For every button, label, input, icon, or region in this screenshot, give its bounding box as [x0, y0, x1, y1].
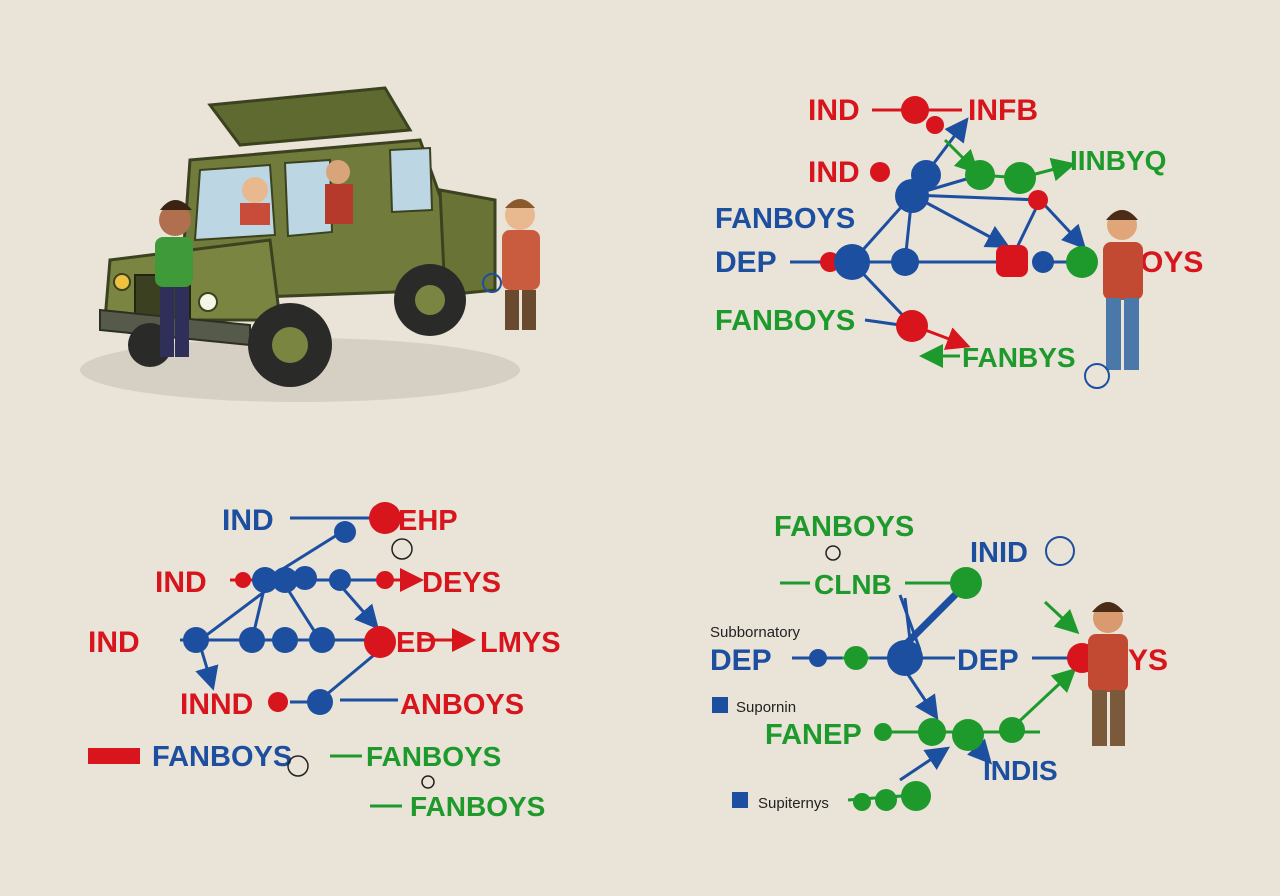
node-blue: [891, 248, 919, 276]
node-green: [1066, 246, 1098, 278]
node-blue: [183, 627, 209, 653]
bottom-left-diagram: IND EHP IND DEYS IND ED LMYS INND ANBOYS…: [88, 502, 561, 822]
node-blue: [239, 627, 265, 653]
node-green: [952, 719, 984, 751]
legend-swatch-blue: [712, 697, 728, 713]
node-red: [870, 162, 890, 182]
label-clnb: CLNB: [814, 569, 892, 600]
label-ind: IND: [222, 504, 274, 537]
node-red: [896, 310, 928, 342]
node-blue: [1032, 251, 1054, 273]
bottom-right-diagram: FANBOYS INID CLNB Subbornatory DEP DEP Y…: [710, 511, 1168, 812]
annotation-circle: [825, 545, 841, 561]
node-green: [901, 781, 931, 811]
node-red: [901, 96, 929, 124]
label-fanboys: FANBOYS: [152, 741, 292, 773]
node-green: [965, 160, 995, 190]
jeep-illustration: [80, 86, 540, 402]
node-blue: [307, 689, 333, 715]
node-red-square: [996, 245, 1028, 277]
label-supornin: Supornin: [736, 699, 796, 716]
label-ind: IND: [808, 156, 860, 189]
node-green: [875, 789, 897, 811]
annotation-circle: [1045, 536, 1075, 566]
label-ed: ED: [396, 627, 436, 659]
label-innd: INND: [180, 688, 253, 721]
label-infb: INFB: [968, 94, 1038, 127]
label-subbornatory: Subbornatory: [710, 624, 801, 641]
node-red: [1028, 190, 1048, 210]
label-inid: INID: [970, 537, 1028, 569]
node-red: [268, 692, 288, 712]
label-oys: OYS: [1140, 246, 1203, 279]
node-blue: [834, 244, 870, 280]
person-figure: [1088, 602, 1128, 746]
node-blue: [334, 521, 356, 543]
node-green: [844, 646, 868, 670]
node-red: [235, 572, 251, 588]
node-green: [950, 567, 982, 599]
legend-swatch-red: [88, 748, 140, 764]
label-ehp: EHP: [398, 505, 458, 537]
label-fanep: FANEP: [765, 719, 862, 751]
top-right-diagram: IND INFB IND IINBYQ FANBOYS DEP OYS FANB…: [715, 94, 1203, 389]
annotation-circle: [421, 775, 435, 789]
label-dep: DEP: [957, 644, 1019, 677]
label-ind: IND: [155, 566, 207, 599]
label-indis: INDIS: [983, 755, 1058, 786]
node-blue: [887, 640, 923, 676]
node-green: [918, 718, 946, 746]
label-lmys: LMYS: [480, 627, 561, 659]
node-blue: [272, 627, 298, 653]
label-anboys: ANBOYS: [400, 689, 524, 721]
label-supiternys: Supiternys: [758, 795, 829, 812]
label-fanboys: FANBOYS: [715, 305, 855, 337]
label-fanboys: FANBOYS: [774, 511, 914, 543]
node-red: [364, 626, 396, 658]
node-green: [874, 723, 892, 741]
node-green: [1004, 162, 1036, 194]
node-blue: [329, 569, 351, 591]
person-figure: [1084, 210, 1143, 389]
node-blue: [252, 567, 278, 593]
label-ind: IND: [88, 626, 140, 659]
annotation-circle: [287, 755, 309, 777]
label-fanbys: FANBYS: [962, 342, 1076, 373]
node-green: [853, 793, 871, 811]
node-blue: [809, 649, 827, 667]
legend-swatch-blue: [732, 792, 748, 808]
annotation-circle: [391, 538, 413, 560]
node-red: [376, 571, 394, 589]
node-green: [999, 717, 1025, 743]
node-blue: [272, 567, 298, 593]
node-red: [369, 502, 401, 534]
node-blue: [309, 627, 335, 653]
label-fanboys: FANBOYS: [715, 203, 855, 235]
node-blue: [293, 566, 317, 590]
label-ind: IND: [808, 94, 860, 127]
label-ys: YS: [1128, 644, 1168, 677]
label-deys: DEYS: [422, 567, 501, 599]
label-iinbyq: IINBYQ: [1070, 145, 1166, 176]
node-blue: [895, 179, 929, 213]
label-dep: DEP: [710, 644, 772, 677]
label-fanboys: FANBOYS: [410, 791, 545, 822]
node-red: [926, 116, 944, 134]
label-dep: DEP: [715, 246, 777, 279]
label-fanboys: FANBOYS: [366, 741, 501, 772]
